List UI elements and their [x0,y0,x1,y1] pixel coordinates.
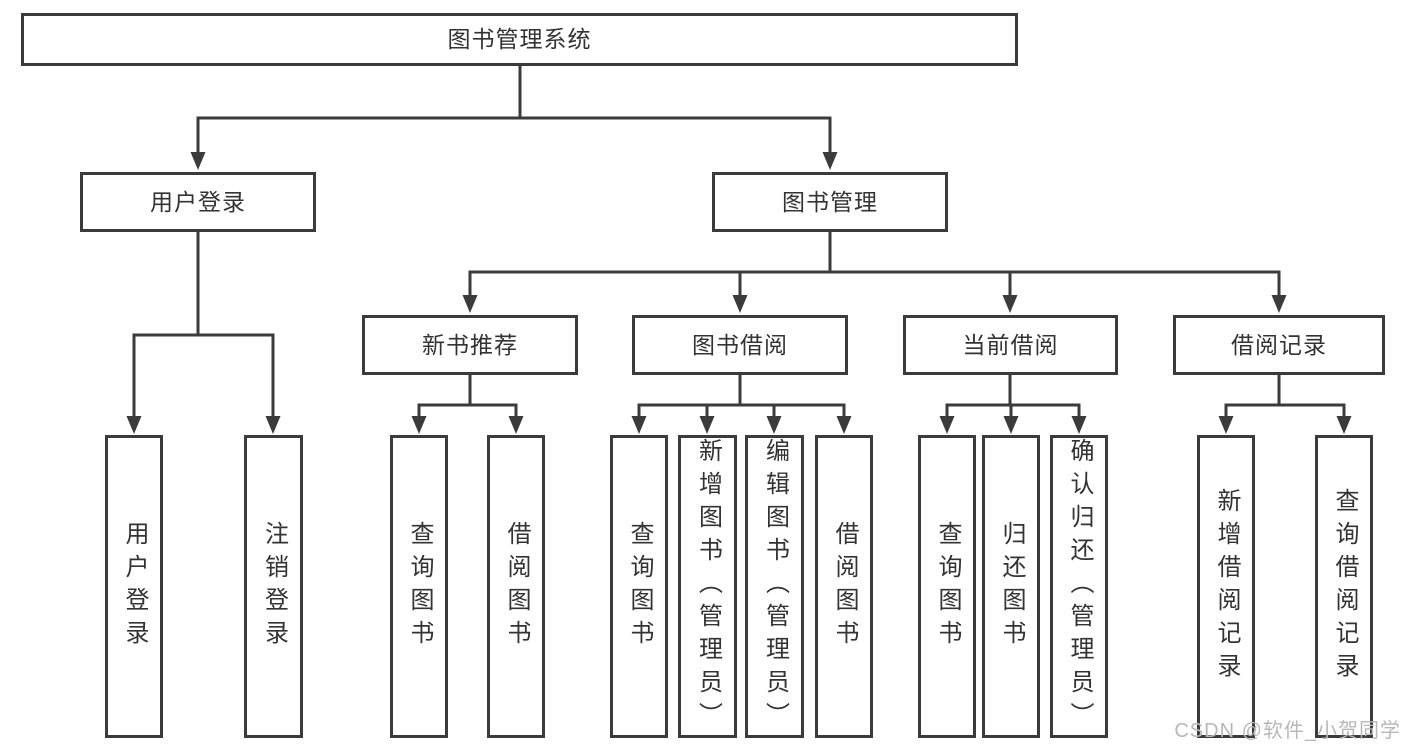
arrow-icon [631,416,647,434]
leaf-user-login: 用户登录 [105,435,163,738]
leaf-logout: 注销登录 [244,435,303,738]
leaf-add-borrow-record: 新增借阅记录 [1197,435,1255,738]
node-new-book-recommendation: 新书推荐 [362,315,578,375]
connector-current-borrowing [945,373,1081,420]
arrow-icon [939,416,955,434]
arrow-icon [1336,416,1352,434]
leaf-edit-books-admin: 编辑图书（管理员） [745,435,804,738]
arrow-icon [1218,416,1234,434]
connector-user-login-to-leaves [132,230,275,420]
node-book-borrowing: 图书借阅 [632,315,848,375]
node-borrowing-records: 借阅记录 [1173,315,1385,375]
arrow-icon [766,416,782,434]
connector-root-to-level2 [196,64,832,156]
arrow-icon [411,416,427,434]
leaf-query-books-current: 查询图书 [918,435,976,738]
leaf-return-books: 归还图书 [982,435,1040,738]
node-current-borrowing: 当前借阅 [903,315,1118,375]
leaf-borrow-books-recommend: 借阅图书 [487,435,545,738]
leaf-query-books-borrowing: 查询图书 [610,435,668,738]
arrow-icon [126,416,142,434]
arrow-icon [265,416,281,434]
arrow-icon [836,416,852,434]
leaf-query-borrow-record: 查询借阅记录 [1315,435,1373,738]
leaf-confirm-return-admin: 确认归还（管理员） [1050,435,1108,738]
node-library-management-system: 图书管理系统 [21,13,1018,66]
arrow-icon [462,295,478,313]
arrow-icon [1071,416,1087,434]
connector-borrowing-records [1224,373,1346,420]
connector-new-book-recommendation [417,373,518,420]
arrow-icon [822,152,838,170]
arrow-icon [1271,295,1287,313]
connector-book-borrowing [637,373,846,420]
node-user-login: 用户登录 [80,172,316,232]
arrow-icon [1002,295,1018,313]
connector-book-management-to-sections [468,230,1281,299]
arrow-icon [190,152,206,170]
arrow-icon [699,416,715,434]
leaf-add-books-admin: 新增图书（管理员） [678,435,737,738]
node-book-management: 图书管理 [712,172,948,232]
arrow-icon [508,416,524,434]
leaf-query-books-recommend: 查询图书 [390,435,448,738]
arrow-icon [732,295,748,313]
leaf-borrow-books-borrowing: 借阅图书 [815,435,873,738]
arrow-icon [1003,416,1019,434]
watermark-text: CSDN @软件_小贺同学 [1174,720,1401,742]
